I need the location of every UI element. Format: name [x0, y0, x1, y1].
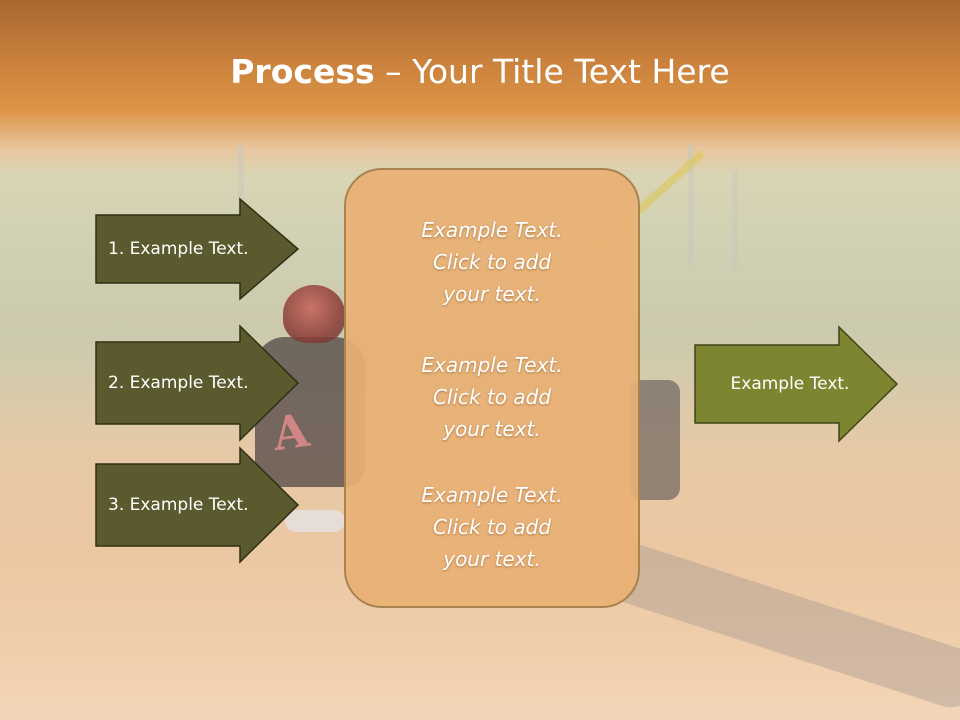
arrow-shape	[694, 325, 899, 443]
title-bold-text: Process	[230, 52, 375, 91]
step-arrow-3[interactable]: 3. Example Text.	[95, 446, 300, 564]
center-text-block-3[interactable]: Example Text. Click to add your text.	[346, 479, 638, 575]
arrow-shape	[95, 446, 300, 564]
step-arrow-2[interactable]: 2. Example Text.	[95, 324, 300, 442]
arrow-shape	[95, 197, 300, 301]
center-text-line: Example Text.	[421, 353, 563, 377]
result-arrow[interactable]: Example Text.	[694, 325, 899, 443]
center-text-line: your text.	[443, 282, 541, 306]
center-text-line: Click to add	[432, 250, 552, 274]
center-text-line: Click to add	[432, 515, 552, 539]
result-label: Example Text.	[730, 374, 850, 394]
slide-title[interactable]: Process – Your Title Text Here	[0, 52, 960, 91]
player-helmet	[283, 285, 345, 343]
step-arrow-1[interactable]: 1. Example Text.	[95, 197, 300, 301]
center-text-line: Example Text.	[421, 483, 563, 507]
background-fence-post	[688, 145, 694, 265]
center-text-box[interactable]: Example Text. Click to add your text. Ex…	[344, 168, 640, 608]
background-fence-post	[732, 170, 738, 270]
arrow-shape	[95, 324, 300, 442]
player-shoe	[285, 510, 345, 532]
center-text-line: Click to add	[432, 385, 552, 409]
step-label: 1. Example Text.	[108, 239, 249, 259]
center-text-line: Example Text.	[421, 218, 563, 242]
title-rest-text: – Your Title Text Here	[374, 52, 730, 91]
step-label: 2. Example Text.	[108, 373, 249, 393]
center-text-block-2[interactable]: Example Text. Click to add your text.	[346, 349, 638, 445]
center-text-line: your text.	[443, 417, 541, 441]
center-text-block-1[interactable]: Example Text. Click to add your text.	[346, 214, 638, 310]
step-label: 3. Example Text.	[108, 495, 249, 515]
center-text-line: your text.	[443, 547, 541, 571]
